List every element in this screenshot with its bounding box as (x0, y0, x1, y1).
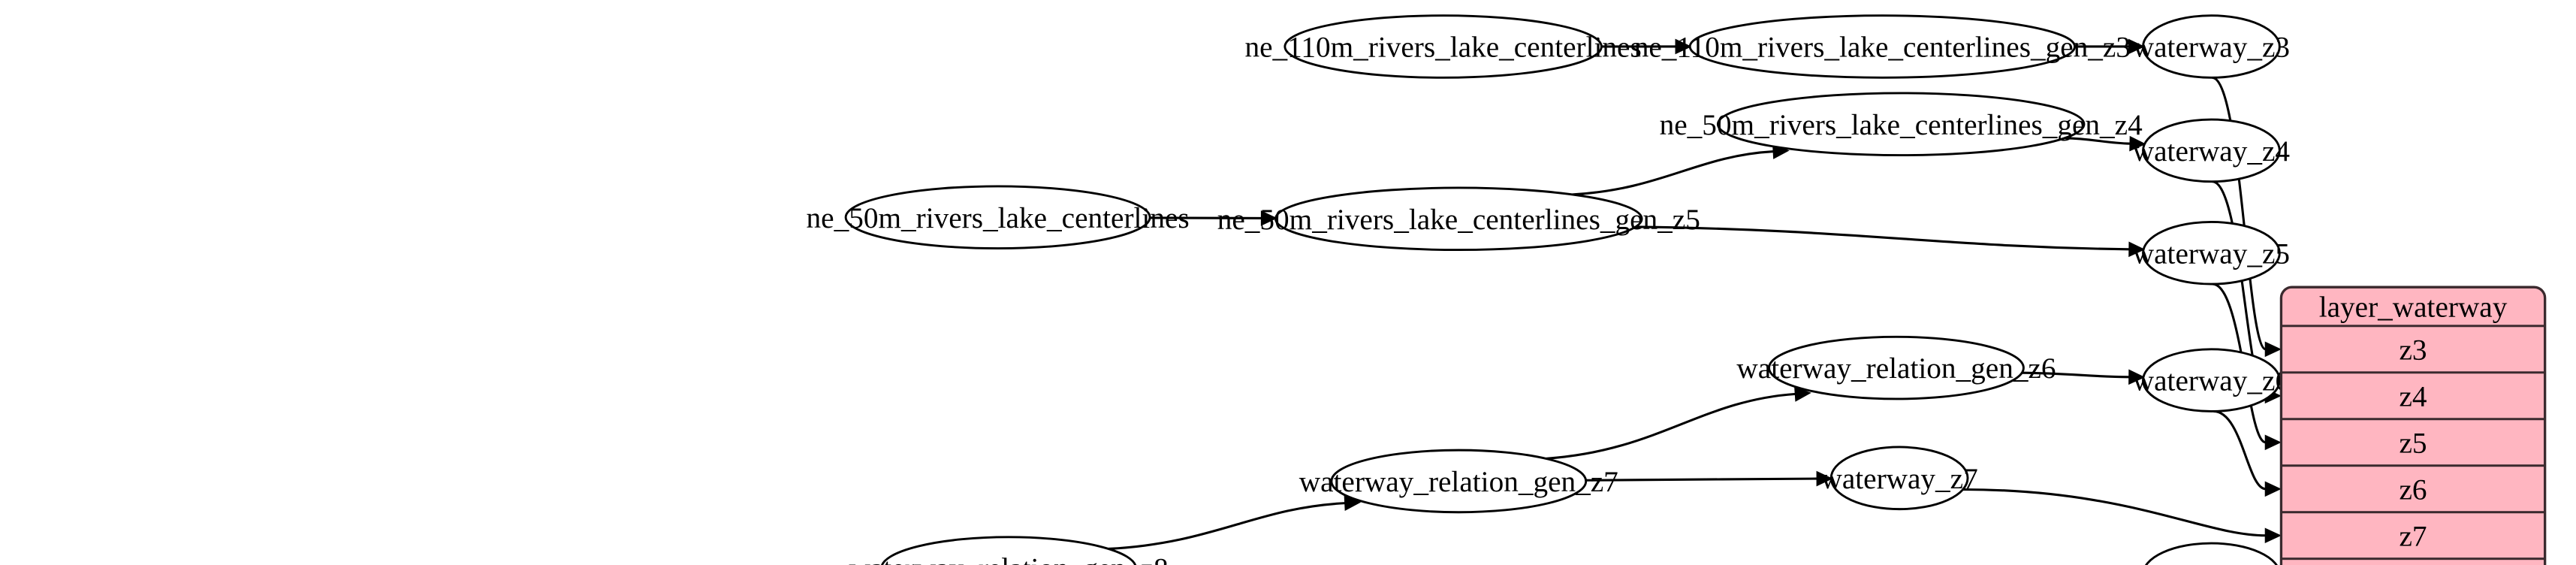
edge-waterway_z7-to-layer_waterway-z7 (1962, 488, 2266, 537)
table-row-label: z6 (2400, 473, 2427, 506)
node-label: waterway_relation_gen_z6 (1736, 352, 2056, 385)
node-ne_110m_rivers_lake_centerlines_gen_z3[interactable]: ne_110m_rivers_lake_centerlines_gen_z3 (1634, 14, 2131, 79)
node-shape (1829, 446, 1969, 511)
node-label: ne_110m_rivers_lake_centerlines_gen_z3 (1634, 32, 2131, 64)
node-shape (1330, 449, 1588, 514)
edge-waterway_relation_gen_z7-to-waterway_z7 (1585, 477, 1817, 482)
table-title: layer_waterway (2319, 292, 2508, 324)
node-label: waterway_relation_gen_z7 (1299, 466, 1618, 498)
edge-waterway_relation_gen_z8-to-waterway_relation_gen_z7 (1108, 502, 1346, 551)
table-row-z8[interactable] (2281, 557, 2545, 565)
node-label: waterway_z3 (2133, 32, 2290, 64)
edge-arrowhead (1344, 495, 1362, 511)
node-shape (1274, 186, 1643, 252)
edge-ne_50m_rivers_lake_centerlines_gen_z4-to-waterway_z4 (2065, 137, 2131, 145)
table-row-label: z4 (2400, 380, 2427, 412)
edge-ne_50m_rivers_lake_centerlines-to-ne_50m_rivers_lake_centerlines_gen_z5 (1150, 216, 1262, 219)
edges-layer (1108, 38, 2282, 551)
edge-waterway_z6-to-layer_waterway-z6 (2213, 409, 2267, 491)
node-label: waterway_z7 (1820, 463, 1977, 495)
table-row-label: z3 (2400, 334, 2427, 366)
edge-arrowhead (2264, 481, 2282, 497)
node-shape (844, 185, 1151, 249)
node-ne_110m_rivers_lake_centerlines[interactable]: ne_110m_rivers_lake_centerlines (1244, 14, 1642, 79)
node-waterway_relation_gen_z8[interactable]: waterway_relation_gen_z8 (849, 536, 1169, 565)
node-shape (2142, 348, 2281, 412)
node-label: waterway_z4 (2133, 135, 2291, 168)
node-label: ne_110m_rivers_lake_centerlines (1244, 32, 1641, 64)
node-label: ne_50m_rivers_lake_centerlines (807, 202, 1190, 234)
node-waterway_relation_gen_z7[interactable]: waterway_relation_gen_z7 (1299, 449, 1618, 514)
edge-arrowhead (2264, 527, 2282, 544)
edge-arrowhead (2129, 135, 2146, 152)
edge-ne_50m_rivers_lake_centerlines_gen_z5-to-ne_50m_rivers_lake_centerlines_gen_z4 (1572, 150, 1774, 196)
node-label: ne_50m_rivers_lake_centerlines_gen_z5 (1217, 204, 1700, 236)
node-shape (2144, 542, 2278, 565)
node-label: waterway_relation_gen_z8 (849, 553, 1169, 565)
edge-arrowhead (1794, 386, 1811, 402)
node-shape (2142, 220, 2281, 286)
node-label: ne_50m_rivers_lake_centerlines_gen_z4 (1660, 109, 2143, 141)
node-ne_50m_rivers_lake_centerlines_gen_z4[interactable]: ne_50m_rivers_lake_centerlines_gen_z4 (1660, 92, 2143, 157)
node-ne_50m_rivers_lake_centerlines[interactable]: ne_50m_rivers_lake_centerlines (807, 185, 1190, 249)
edge-waterway_relation_gen_z7-to-waterway_relation_gen_z6 (1546, 392, 1796, 460)
table-row-label: z7 (2400, 520, 2427, 552)
edge-arrowhead (1260, 210, 1277, 226)
edge-arrowhead (2264, 434, 2282, 451)
node-shape (880, 536, 1137, 565)
node-waterway_z5[interactable]: waterway_z5 (2133, 220, 2290, 286)
edge-arrowhead (1816, 470, 1833, 487)
node-waterway_z4[interactable]: waterway_z4 (2133, 118, 2291, 183)
edge-arrowhead (2264, 341, 2282, 358)
table-row-label: z5 (2400, 427, 2427, 459)
node-shape (2142, 14, 2281, 79)
edge-ne_50m_rivers_lake_centerlines_gen_z5-to-waterway_z5 (1635, 225, 2130, 251)
node-waterway_z8[interactable]: waterway_z8 (2133, 542, 2290, 565)
edge-arrowhead (2128, 369, 2146, 385)
layer-waterway-table: layer_waterwayz3z4z5z6z7z8z9z10z11z12z13… (2279, 286, 2547, 565)
node-ne_50m_rivers_lake_centerlines_gen_z5[interactable]: ne_50m_rivers_lake_centerlines_gen_z5 (1217, 186, 1700, 252)
node-waterway_relation_gen_z6[interactable]: waterway_relation_gen_z6 (1736, 335, 2056, 400)
edge-arrowhead (2128, 241, 2146, 258)
nodes-layer: imposm3osm_waterway_relationosm_waterway… (807, 14, 2291, 565)
node-label: waterway_z6 (2133, 365, 2290, 397)
node-label: waterway_z8 (2133, 559, 2290, 565)
node-shape (1688, 14, 2077, 79)
edge-arrowhead (2128, 38, 2145, 55)
node-waterway_z6[interactable]: waterway_z6 (2133, 348, 2290, 412)
node-waterway_z7[interactable]: waterway_z7 (1820, 446, 1978, 511)
node-shape (1716, 92, 2086, 157)
node-label: waterway_z5 (2133, 237, 2290, 270)
node-shape (1283, 14, 1603, 79)
table-row-z5[interactable] (2281, 418, 2545, 467)
node-waterway_z3[interactable]: waterway_z3 (2133, 14, 2290, 79)
edge-waterway_z3-to-layer_waterway-z3 (2211, 76, 2267, 351)
node-shape (2142, 118, 2281, 183)
node-shape (1768, 335, 2025, 400)
edge-arrowhead (1675, 38, 1692, 55)
edge-waterway_relation_gen_z6-to-waterway_z6 (2022, 371, 2130, 379)
table-outline (2279, 286, 2547, 565)
